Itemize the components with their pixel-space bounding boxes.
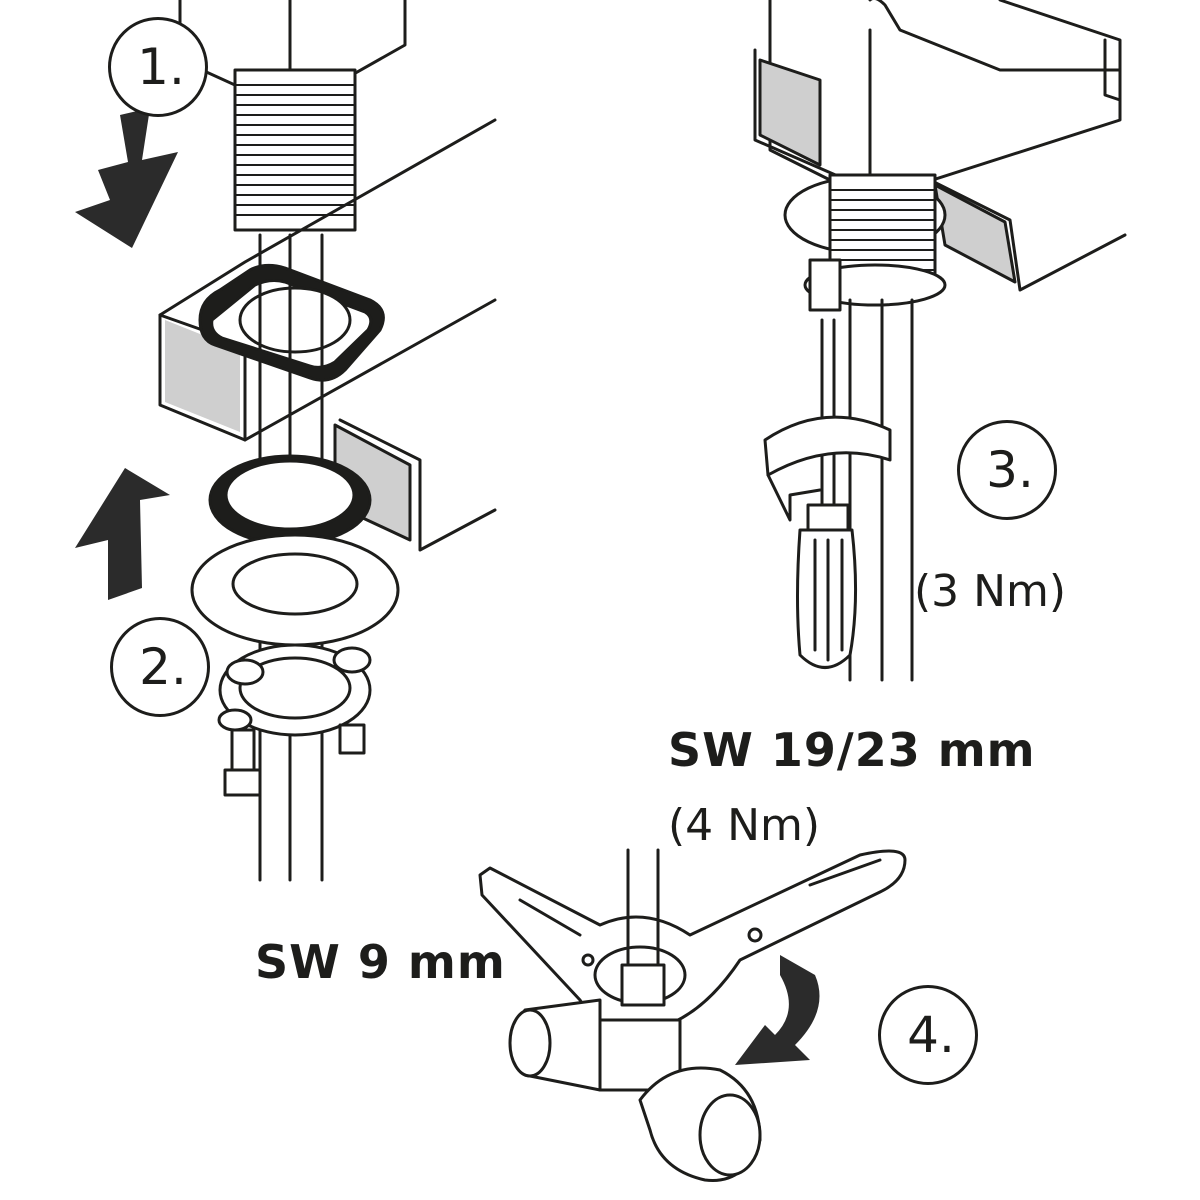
washer-metal-left — [190, 533, 400, 647]
arrow-down-icon — [75, 108, 178, 248]
torque-label-step3: (3 Nm) — [914, 566, 1067, 617]
threaded-shank-left — [233, 68, 357, 232]
angle-valve-icon — [508, 998, 762, 1182]
hose-fitting — [620, 848, 666, 1007]
wrench-icon — [478, 849, 907, 1033]
arrow-up-icon — [75, 468, 170, 600]
step-number-3: 3. — [957, 420, 1057, 520]
mounting-bracket-left — [217, 643, 372, 797]
torque-label-step4: (4 Nm) — [668, 800, 821, 851]
rotate-arrow-icon — [763, 415, 892, 522]
wrench-size-label-large: SW 19/23 mm — [668, 723, 1036, 777]
washer-rubber-left — [208, 454, 372, 546]
step-number-4: 4. — [878, 985, 978, 1085]
threaded-shank-right — [783, 173, 947, 312]
step-number-2: 2. — [110, 617, 210, 717]
supply-hoses-right — [848, 298, 914, 682]
turn-arrow-icon — [735, 955, 820, 1065]
wrench-size-label-small: SW 9 mm — [255, 935, 506, 989]
screwdriver-icon — [796, 318, 858, 669]
step-number-1: 1. — [108, 17, 208, 117]
